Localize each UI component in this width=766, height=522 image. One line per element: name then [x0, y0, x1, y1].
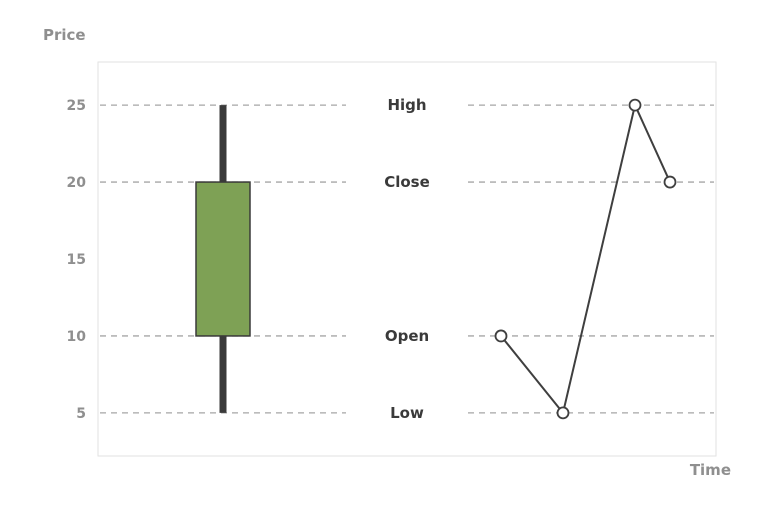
level-label-high: High [387, 96, 426, 114]
level-label-close: Close [384, 173, 430, 191]
level-label-open: Open [385, 327, 429, 345]
price-point-low [556, 406, 570, 420]
y-tick-label: 15 [67, 252, 86, 268]
y-axis-title: Price [43, 26, 86, 44]
y-axis-ticks: 5 10 15 20 25 [67, 98, 87, 422]
price-point-high [628, 98, 642, 112]
x-axis-title: Time [690, 461, 731, 479]
price-path [494, 98, 677, 420]
price-path-line [500, 102, 671, 416]
y-tick-label: 5 [76, 406, 86, 422]
candle-body [195, 181, 251, 337]
y-tick-label: 25 [67, 98, 86, 114]
candlestick [195, 105, 251, 413]
level-label-low: Low [390, 404, 424, 422]
price-point-close [663, 175, 677, 189]
price-point-open [494, 329, 508, 343]
y-tick-label: 10 [67, 329, 87, 345]
y-tick-label: 20 [67, 175, 87, 191]
plot-area [97, 61, 717, 457]
